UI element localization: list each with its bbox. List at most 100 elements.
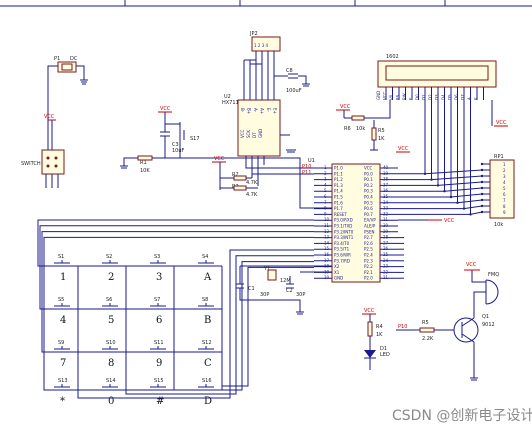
mcu-pin-label: P2.1 (364, 270, 373, 275)
keypad-switch: S97 (46, 340, 78, 369)
mcu-pin-label: PSEN (364, 229, 374, 234)
power-switch: VCC SWITCH (21, 114, 65, 188)
keypad-switch: S7 6 (142, 297, 174, 326)
r2-value: 4.7K (246, 180, 258, 186)
mcu-pin-label: P3.7/RD (334, 258, 350, 263)
lcd-pin-label: RW (402, 93, 407, 100)
s17-ref: S17 (190, 136, 200, 142)
lcd-pin-label: RS (396, 94, 401, 100)
rp1-pin-label: 5 (503, 186, 506, 191)
q1-ref: Q1 (482, 314, 489, 320)
rp1-pin-label: 6 (503, 192, 506, 197)
dc-value: DC (70, 56, 78, 62)
lcd-pin-label: D2 (428, 94, 433, 100)
capacitor-c8: C8 100uF (274, 68, 310, 94)
c3-value: 10uF (172, 148, 185, 154)
rp1-ref: RP1 (494, 154, 504, 160)
vcc-led: VCC (364, 308, 375, 314)
svg-text:S5: S5 (58, 297, 64, 303)
mcu-pin-label: GND (334, 276, 343, 281)
r3-value: 4.7K (246, 192, 258, 198)
rp1-pin-label: 7 (503, 198, 506, 203)
keypad-key-label: 9 (156, 358, 162, 369)
keypad-key-label: 2 (108, 272, 114, 283)
lcd-ref: 1602 (386, 54, 399, 60)
resistor-r6: VCC R6 10k (336, 100, 391, 132)
mcu-pin-label: EA/VP (364, 218, 376, 223)
hx711-pin-label: A- (253, 108, 258, 113)
svg-text:S1: S1 (58, 254, 64, 260)
mcu-pin-label: P3.2/INT0 (334, 229, 354, 234)
keypad-key-label: 7 (60, 358, 66, 369)
vcc-switch: VCC (44, 114, 55, 120)
keypad-switch: S8B (190, 297, 222, 326)
lcd-pin-label: A (467, 97, 472, 100)
lcd-pin-label: K (474, 97, 479, 100)
svg-text:1 2 3 4: 1 2 3 4 (254, 43, 268, 48)
vcc-reset: VCC (160, 106, 171, 112)
lcd-pin-label: D5 (448, 94, 453, 100)
keypad-key-label: 4 (60, 315, 66, 326)
y1-ref: Y1 (263, 266, 270, 272)
vcc-lcd: VCC (398, 146, 409, 152)
lcd-pin-label: D4 (441, 94, 446, 100)
svg-text:S8: S8 (202, 297, 208, 303)
hx711-ref: U2 (224, 94, 231, 100)
q1-value: 9012 (482, 322, 495, 328)
hx711-pin-label: DT (252, 132, 257, 138)
vcc-r6: VCC (340, 104, 351, 110)
keypad-switch: S5 4 (46, 297, 78, 326)
c8-value: 100uF (286, 88, 302, 94)
mcu-pin-label: RESET (334, 212, 347, 217)
r2-ref: R2 (232, 172, 239, 178)
keypad-switch: S22 (94, 254, 126, 283)
d1-value: LED (380, 352, 390, 358)
crystal-circuit: Y1 12M C1 30P C2 30P (236, 265, 332, 315)
switch-ref: SWITCH (21, 161, 41, 167)
r5-value: 1K (378, 136, 385, 142)
keypad-switch: S65 (94, 297, 126, 326)
lcd-pin-label: VCC (383, 91, 388, 100)
keypad-switch: S33 (142, 254, 174, 283)
mcu-pin-label: P0.6 (364, 206, 373, 211)
lcd-pin-label: D1 (422, 94, 427, 100)
svg-text:S11: S11 (154, 340, 164, 346)
c2-ref: C2 (286, 288, 293, 294)
c1-ref: C1 (248, 286, 255, 292)
reset-circuit: VCC C3 10uF S17 R1 10K (120, 106, 332, 209)
hx711-pin-label: SCK (246, 130, 251, 138)
mcu-pin-label: P1.5 (334, 195, 343, 200)
keypad-4x4: S11S22S33S4AS54S65S76S8BS97S108S119S12CS… (46, 254, 222, 407)
mcu-pin-label: P2.4 (364, 253, 373, 258)
hx711-pin-label: A+ (260, 108, 265, 114)
mcu-pin-label: P1.1 (334, 171, 343, 176)
keypad-switch: S11 (46, 254, 78, 283)
mcu-pin-label: P2.3 (364, 258, 373, 263)
r5-ref: R5 (378, 128, 385, 134)
mcu-pin-label: P3.3/INT1 (334, 235, 354, 240)
d1-ref: D1 (380, 346, 387, 352)
vcc-buzzer: VCC (466, 262, 477, 268)
mcu-pin-label: P1.7 (334, 206, 343, 211)
mcu-pin-label: P3.6/WR (334, 253, 351, 258)
svg-text:S7: S7 (154, 297, 160, 303)
keypad-key-label: 8 (108, 358, 114, 369)
svg-text:S4: S4 (202, 254, 208, 260)
keypad-key-label: # (156, 396, 164, 407)
svg-text:S6: S6 (106, 297, 112, 303)
mcu-pin-label: P2.2 (364, 264, 373, 269)
keypad-key-label: 6 (156, 315, 162, 326)
keypad-key-label: B (204, 315, 211, 326)
rp1-pin-label: 4 (503, 180, 506, 185)
mcu-pin-label: P2.6 (364, 241, 373, 246)
buzzer-circuit: P10 R5 2.2K Q1 9012 FMQ VCC (396, 262, 499, 381)
connector-jp2: JP2 1 2 3 4 (243, 31, 281, 100)
mcu-pin-label: ALE/P (364, 224, 376, 229)
r6-value: 10k (356, 126, 365, 132)
